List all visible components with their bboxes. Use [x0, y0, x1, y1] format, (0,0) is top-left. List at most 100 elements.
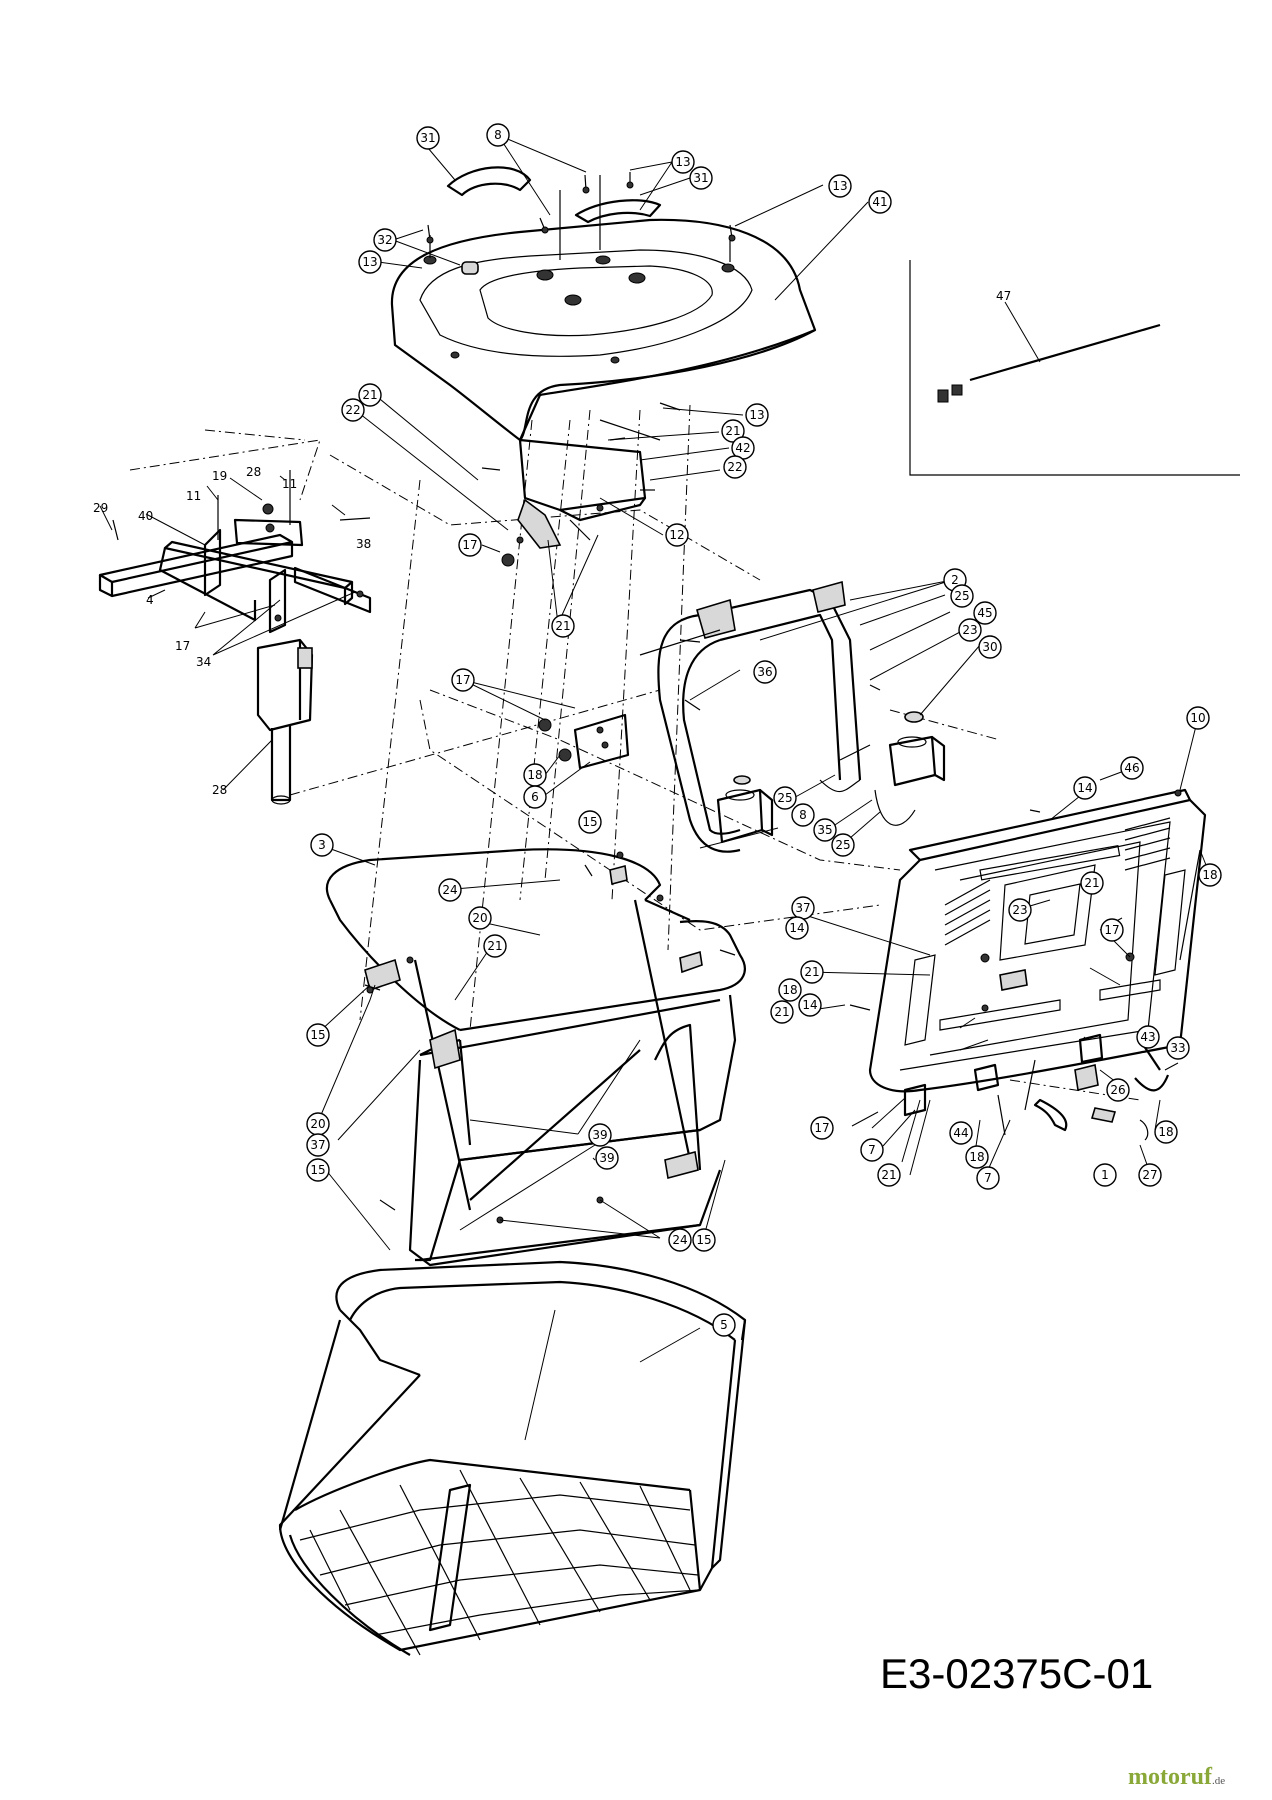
callout-20: 20 [468, 906, 492, 930]
diagram-code: E3-02375C-01 [880, 1650, 1154, 1697]
svg-text:2: 2 [951, 573, 959, 587]
callout-13: 13 [671, 150, 695, 174]
callout-44: 44 [949, 1121, 973, 1145]
svg-text:13: 13 [362, 255, 377, 269]
callout-8: 8 [791, 803, 815, 827]
svg-text:21: 21 [1084, 876, 1099, 890]
label-28: 28 [212, 783, 227, 797]
callout-22: 22 [341, 398, 365, 422]
switch-and-lever-parts [903, 1033, 1170, 1141]
callout-27: 27 [1138, 1163, 1162, 1187]
svg-text:44: 44 [953, 1126, 968, 1140]
alignment-lines [129, 404, 1141, 1101]
svg-text:17: 17 [1104, 923, 1119, 937]
callout-25: 25 [831, 833, 855, 857]
svg-text:10: 10 [1190, 711, 1205, 725]
callout-14: 14 [798, 993, 822, 1017]
callout-15: 15 [692, 1228, 716, 1252]
svg-text:21: 21 [362, 388, 377, 402]
svg-text:30: 30 [982, 640, 997, 654]
callout-15: 15 [306, 1023, 330, 1047]
svg-text:13: 13 [675, 155, 690, 169]
callout-39: 39 [595, 1146, 619, 1170]
bag-bottom-grid [299, 1469, 701, 1656]
callout-24: 24 [438, 878, 462, 902]
hinge-blocks [716, 711, 946, 844]
label-17: 17 [175, 639, 190, 653]
svg-text:23: 23 [962, 623, 977, 637]
callout-39: 39 [588, 1123, 612, 1147]
callout-31: 31 [416, 126, 440, 150]
label-4: 4 [146, 593, 154, 607]
label-38: 38 [356, 537, 371, 551]
svg-text:18: 18 [527, 768, 542, 782]
svg-text:39: 39 [599, 1151, 614, 1165]
callout-46: 46 [1120, 756, 1144, 780]
svg-text:37: 37 [795, 901, 810, 915]
callout-7: 7 [976, 1166, 1000, 1190]
label-11: 11 [186, 489, 201, 503]
svg-text:8: 8 [799, 808, 807, 822]
label-34: 34 [196, 655, 211, 669]
svg-text:45: 45 [977, 606, 992, 620]
callout-21: 21 [770, 1000, 794, 1024]
callout-21: 21 [800, 960, 824, 984]
callout-13: 13 [828, 174, 852, 198]
callout-17: 17 [458, 533, 482, 557]
svg-text:24: 24 [442, 883, 457, 897]
svg-text:41: 41 [872, 195, 887, 209]
callout-15: 15 [578, 810, 602, 834]
seat-handles [429, 166, 731, 275]
basket-frame [325, 848, 746, 1267]
callout-10: 10 [1186, 706, 1210, 730]
callout-12: 12 [665, 523, 689, 547]
callout-33: 33 [1166, 1036, 1190, 1060]
callout-25: 25 [773, 786, 797, 810]
callout-1: 1 [1093, 1163, 1117, 1187]
callout-18: 18 [523, 763, 547, 787]
callout-37: 37 [306, 1133, 330, 1157]
svg-text:6: 6 [531, 790, 539, 804]
svg-text:25: 25 [777, 791, 792, 805]
callout-23: 23 [1008, 898, 1032, 922]
svg-text:20: 20 [310, 1117, 325, 1131]
callout-36: 36 [753, 660, 777, 684]
callout-21: 21 [877, 1163, 901, 1187]
callout-21: 21 [483, 934, 507, 958]
callout-14: 14 [785, 916, 809, 940]
svg-text:35: 35 [817, 823, 832, 837]
callout-17: 17 [810, 1116, 834, 1140]
callout-21: 21 [1080, 871, 1104, 895]
callout-37: 37 [791, 896, 815, 920]
svg-text:7: 7 [868, 1143, 876, 1157]
callout-8: 8 [486, 123, 510, 147]
watermark-suffix: .de [1211, 1775, 1226, 1787]
svg-text:13: 13 [832, 179, 847, 193]
grass-bag [278, 1260, 747, 1656]
label-11: 11 [282, 477, 297, 491]
svg-text:31: 31 [693, 171, 708, 185]
svg-text:5: 5 [720, 1318, 728, 1332]
label-47: 47 [996, 289, 1011, 303]
svg-text:31: 31 [420, 131, 435, 145]
callout-25: 25 [950, 584, 974, 608]
callout-35: 35 [813, 818, 837, 842]
label-28: 28 [246, 465, 261, 479]
callout-24: 24 [668, 1228, 692, 1252]
svg-text:39: 39 [592, 1128, 607, 1142]
svg-text:26: 26 [1110, 1083, 1125, 1097]
callout-41: 41 [868, 190, 892, 214]
svg-text:17: 17 [455, 673, 470, 687]
svg-text:21: 21 [804, 965, 819, 979]
svg-text:22: 22 [727, 460, 742, 474]
label-29: 29 [93, 501, 108, 515]
svg-text:18: 18 [1158, 1125, 1173, 1139]
pivot-bracket [538, 713, 630, 770]
callout-15: 15 [306, 1158, 330, 1182]
svg-text:18: 18 [969, 1150, 984, 1164]
svg-text:14: 14 [1077, 781, 1092, 795]
callout-18: 18 [1198, 863, 1222, 887]
site-watermark: motoruf.de [1128, 1764, 1225, 1791]
actuator [256, 638, 314, 805]
